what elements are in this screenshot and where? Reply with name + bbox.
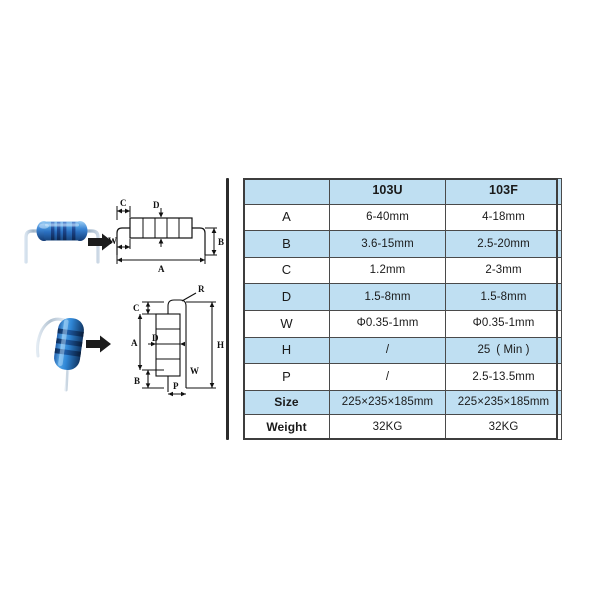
cell-103u-d: 1.5-8mm <box>329 283 446 311</box>
cell-103f-size: 225×235×185mm <box>445 389 562 416</box>
cell-103u-h: / <box>329 336 446 365</box>
dim-label-b: B <box>134 376 140 386</box>
header-cell-blank <box>243 178 330 205</box>
row-label-weight: Weight <box>243 414 330 440</box>
cell-103f-c: 2-3mm <box>445 256 562 285</box>
dim-label-a: A <box>158 264 165 274</box>
cell-103f-weight: 32KG <box>445 414 562 440</box>
row-label-d: D <box>243 283 330 311</box>
dim-label-w: W <box>190 366 199 376</box>
dim-label-d: D <box>153 200 160 210</box>
dim-label-r: R <box>198 284 205 294</box>
dim-label-b: B <box>218 237 224 247</box>
arrow-right-icon <box>86 335 112 353</box>
header-cell-103f: 103F <box>445 178 562 205</box>
row-label-w: W <box>243 309 330 338</box>
cell-103f-p: 2.5-13.5mm <box>445 363 562 391</box>
cell-103f-h: 25 ( Min ) <box>445 336 562 365</box>
table-row: P/2.5-13.5mm <box>243 363 562 391</box>
dim-label-p: P <box>173 381 179 391</box>
dim-label-c: C <box>133 303 140 313</box>
row-label-a: A <box>243 203 330 232</box>
cell-103u-c: 1.2mm <box>329 256 446 285</box>
axial-dimension-diagram: C D W B A <box>108 198 224 284</box>
arrow-right-icon <box>88 233 114 251</box>
table-header-row: 103U 103F <box>243 178 562 205</box>
row-label-size: Size <box>243 389 330 416</box>
cell-103u-weight: 32KG <box>329 414 446 440</box>
illustration-panel: C D W B A <box>0 150 228 450</box>
dim-label-h: H <box>217 340 224 350</box>
row-label-p: P <box>243 363 330 391</box>
cell-103u-w: Φ0.35-1mm <box>329 309 446 338</box>
cell-103f-w: Φ0.35-1mm <box>445 309 562 338</box>
cell-103f-d: 1.5-8mm <box>445 283 562 311</box>
row-label-c: C <box>243 256 330 285</box>
row-label-h: H <box>243 336 330 365</box>
header-cell-103u: 103U <box>329 178 446 205</box>
radial-resistor-photo <box>34 300 104 392</box>
vertical-divider <box>226 178 229 440</box>
radial-dimension-diagram: R C A D H B P W <box>118 284 228 400</box>
cell-103u-a: 6-40mm <box>329 203 446 232</box>
dim-label-d: D <box>152 333 159 343</box>
dim-label-a: A <box>131 338 138 348</box>
cell-103f-a: 4-18mm <box>445 203 562 232</box>
cell-103u-b: 3.6-15mm <box>329 230 446 258</box>
table-row: H/25 ( Min ) <box>243 336 562 365</box>
axial-resistor-photo <box>18 210 106 270</box>
dim-label-c: C <box>120 198 127 208</box>
cell-103u-size: 225×235×185mm <box>329 389 446 416</box>
cell-103f-b: 2.5-20mm <box>445 230 562 258</box>
cell-103u-p: / <box>329 363 446 391</box>
row-label-b: B <box>243 230 330 258</box>
dim-label-w: W <box>108 236 117 246</box>
